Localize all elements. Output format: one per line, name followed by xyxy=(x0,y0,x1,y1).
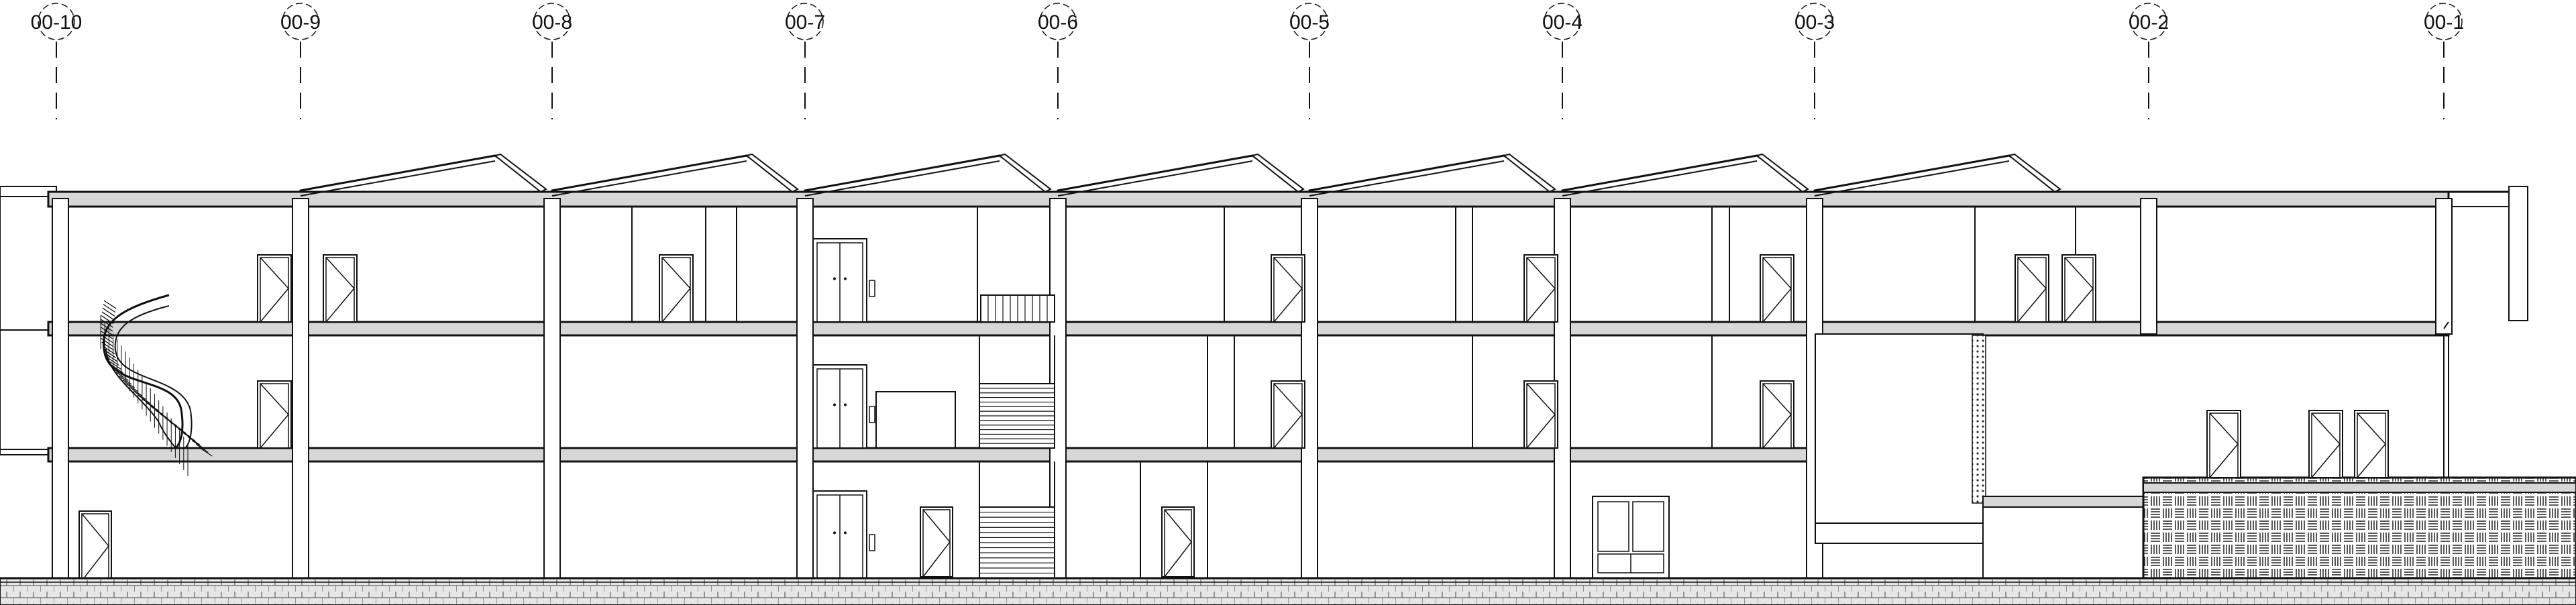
grid-bubble-label: 00-6 xyxy=(1038,11,1078,34)
grid-bubble-label: 00-8 xyxy=(532,11,572,34)
skylight-glass xyxy=(493,153,547,193)
grid-bubble xyxy=(1796,3,1833,40)
double-door xyxy=(812,364,875,449)
grid-line-00-1: 00-1 xyxy=(2424,3,2464,119)
door xyxy=(257,380,292,449)
door xyxy=(1523,254,1558,323)
spiral-stair xyxy=(100,294,213,476)
door xyxy=(1523,380,1558,449)
skylight-glass xyxy=(745,153,799,193)
grid-line-00-2: 00-2 xyxy=(2129,3,2169,119)
grid-bubble-label: 00-9 xyxy=(280,11,321,34)
floor-slab xyxy=(47,447,1817,463)
column xyxy=(796,198,814,579)
door xyxy=(78,510,112,582)
door xyxy=(1271,254,1305,323)
ground-line xyxy=(0,577,2576,605)
door xyxy=(1760,380,1794,449)
door xyxy=(920,506,953,578)
door xyxy=(1760,254,1794,323)
courtyard-void xyxy=(1815,333,1984,544)
stairs xyxy=(100,294,1055,579)
grid-bubble xyxy=(1544,3,1581,40)
door xyxy=(323,254,358,323)
column xyxy=(292,198,309,579)
door xyxy=(2015,254,2049,323)
grid-line-00-5: 00-5 xyxy=(1289,3,1330,119)
double-door xyxy=(812,490,875,579)
hedge-planter xyxy=(1972,335,1986,504)
floor-slab xyxy=(47,190,2450,208)
grid-bubble-label: 00-4 xyxy=(1542,11,1582,34)
column xyxy=(52,198,69,579)
stair-railing xyxy=(980,294,1055,323)
skylight-glass xyxy=(1755,153,1809,193)
column xyxy=(2435,198,2453,335)
door xyxy=(2354,410,2389,478)
grid-line-00-3: 00-3 xyxy=(1794,3,1835,119)
skylight-glass xyxy=(1250,153,1305,193)
stair-flight xyxy=(979,383,1055,449)
grid-bubble xyxy=(1039,3,1077,40)
left-end-wall xyxy=(0,186,57,455)
grid-line-00-7: 00-7 xyxy=(785,3,825,119)
glass-double-door xyxy=(1592,496,1670,579)
doors xyxy=(78,238,2389,582)
column xyxy=(543,198,561,579)
grid-bubble xyxy=(38,3,75,40)
door xyxy=(659,254,694,323)
door xyxy=(1161,506,1195,578)
skylight-glass xyxy=(1502,153,1556,193)
grid-bubble-label: 00-1 xyxy=(2424,11,2464,34)
right-parapet xyxy=(2508,186,2528,321)
stair-flight xyxy=(979,506,1055,579)
double-door xyxy=(812,238,875,323)
grid-line-00-4: 00-4 xyxy=(1542,3,1582,119)
column xyxy=(2140,198,2157,335)
grid-bubble-label: 00-3 xyxy=(1794,11,1835,34)
grid-line-00-6: 00-6 xyxy=(1038,3,1078,119)
grid-bubble xyxy=(2425,3,2463,40)
building-section xyxy=(0,153,2576,580)
door xyxy=(1271,380,1305,449)
door xyxy=(2308,410,2343,478)
terrace-slab xyxy=(2143,482,2576,493)
grid-bubble xyxy=(1291,3,1328,40)
grid-bubble-label: 00-5 xyxy=(1289,11,1330,34)
grid-bubble-label: 00-10 xyxy=(31,11,83,34)
grid-bubble xyxy=(533,3,571,40)
grid-bubble xyxy=(282,3,319,40)
grid-line-00-10: 00-10 xyxy=(31,3,83,119)
grid-line-00-9: 00-9 xyxy=(280,3,321,119)
grid-bubble xyxy=(2130,3,2167,40)
courtyard-slab xyxy=(1982,496,2150,508)
grid-bubble-label: 00-2 xyxy=(2129,11,2169,34)
elevator-frame xyxy=(875,391,956,449)
grid-line-00-8: 00-8 xyxy=(532,3,572,119)
grid-bubble-label: 00-7 xyxy=(785,11,825,34)
skylight-glass xyxy=(998,153,1052,193)
door xyxy=(2061,254,2096,323)
floor-slab xyxy=(47,321,2450,337)
door xyxy=(2206,410,2241,478)
door xyxy=(257,254,292,323)
skylight-glass xyxy=(2007,153,2061,193)
grid-bubble xyxy=(786,3,824,40)
grid-lines: 00-10 00-9 00-8 00-7 00-6 00-5 00-4 00-3 00-2 00-… xyxy=(31,3,2464,119)
